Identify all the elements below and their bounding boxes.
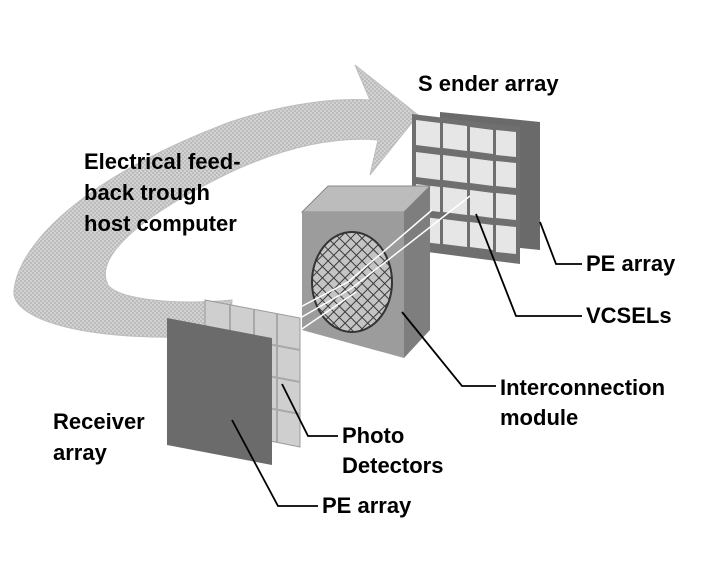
feedback-label-line2: back trough [84, 180, 210, 205]
vcsels-label: VCSELs [586, 303, 672, 328]
receiver-label-line1: Receiver [53, 409, 145, 434]
feedback-label-line3: host computer [84, 211, 237, 236]
receiver-label-line2: array [53, 440, 107, 465]
lens-mesh [311, 231, 393, 333]
photo-label-line2: Detectors [342, 453, 444, 478]
receiver-pe-panel [167, 318, 272, 465]
sender-array-label: S ender array [418, 71, 559, 96]
pe-array-top-label: PE array [586, 251, 676, 276]
interconnection-cube [300, 185, 432, 358]
photo-label-line1: Photo [342, 423, 405, 448]
interconnection-label-line1: Interconnection [500, 375, 666, 400]
interconnection-label-line2: module [500, 405, 579, 430]
leader-lines [231, 213, 582, 507]
feedback-label-line1: Electrical feed- [84, 149, 241, 174]
feedback-arrow [13, 64, 419, 338]
pe-array-bottom-label: PE array [322, 493, 412, 518]
vcsel-grid [412, 114, 520, 264]
